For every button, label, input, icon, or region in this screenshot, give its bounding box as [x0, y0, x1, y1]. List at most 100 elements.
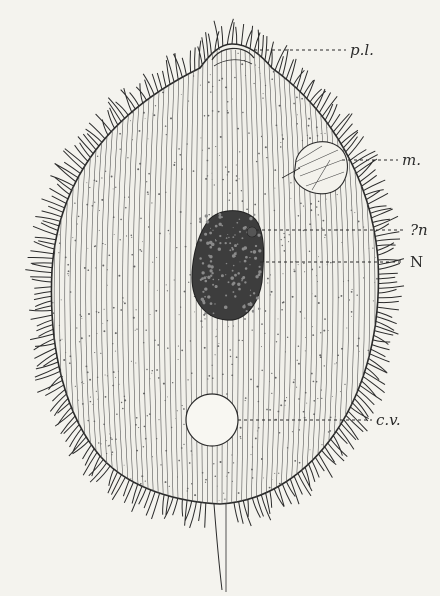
label-N: N: [410, 253, 423, 271]
cilium: [315, 457, 324, 471]
cilium: [307, 80, 315, 99]
cilium: [378, 289, 396, 293]
cilium: [282, 484, 291, 504]
cilium: [31, 263, 53, 264]
cilium: [66, 425, 80, 442]
cilium: [34, 287, 51, 289]
cilium: [108, 110, 115, 128]
cilium: [33, 226, 57, 235]
cilium: [378, 296, 402, 298]
cilium: [83, 445, 92, 459]
cilium: [173, 498, 178, 515]
cilium: [35, 306, 52, 310]
cilium: [89, 123, 105, 139]
cilium: [55, 164, 78, 178]
cilium: [365, 372, 385, 385]
cilium: [286, 59, 293, 79]
cilium: [373, 340, 390, 342]
cilium: [239, 502, 244, 524]
cilium: [50, 188, 69, 199]
cilium: [372, 219, 390, 222]
cilium: [376, 239, 400, 241]
cilium: [34, 296, 52, 299]
cilium: [37, 380, 62, 392]
cilium: [339, 428, 354, 450]
cilium: [377, 312, 392, 318]
cilium: [185, 500, 188, 526]
cilium: [378, 286, 404, 288]
micronucleus: [247, 227, 257, 237]
cilium: [241, 24, 243, 45]
cilium: [206, 32, 209, 58]
cilium: [232, 22, 234, 44]
cilium: [358, 160, 374, 177]
cilium: [57, 184, 70, 195]
cilium: [35, 217, 60, 222]
cilium: [377, 245, 396, 246]
cilium: [63, 151, 82, 170]
cilium: [132, 484, 138, 503]
cilium: [182, 58, 186, 75]
cilium: [322, 96, 337, 116]
cilium: [163, 495, 164, 515]
contractile-vacuole: [186, 394, 238, 446]
cilium: [42, 211, 62, 217]
label-cv: c.v.: [376, 411, 401, 429]
cilium: [30, 251, 53, 254]
cilium: [374, 335, 389, 344]
cilium: [30, 277, 52, 278]
cilium: [174, 54, 183, 77]
cilium: [152, 74, 158, 92]
cilium: [270, 491, 272, 508]
cilium: [360, 170, 376, 182]
cilium: [145, 80, 151, 98]
cilium: [310, 89, 322, 102]
cilium: [202, 37, 205, 61]
cilium: [250, 26, 253, 49]
cilium: [304, 80, 314, 95]
label-n: ?n: [410, 221, 428, 239]
cilium: [28, 257, 53, 258]
cilium: [121, 90, 136, 109]
cilium: [96, 114, 112, 132]
cilium: [38, 241, 55, 245]
cilium: [258, 30, 259, 54]
cilium: [85, 449, 94, 466]
cilium: [252, 498, 260, 518]
cilium: [368, 193, 388, 204]
cilium: [163, 71, 167, 87]
cilium: [236, 27, 237, 45]
caudal-cilium: [214, 504, 222, 590]
cilium: [378, 248, 394, 255]
cilium: [25, 270, 52, 273]
cilium: [182, 499, 183, 516]
cilium: [369, 206, 387, 209]
cilium: [32, 264, 52, 268]
cilium: [130, 93, 139, 107]
cilium: [377, 307, 399, 310]
label-m: m.: [402, 151, 421, 169]
cilium: [111, 475, 121, 495]
cilium: [243, 501, 251, 526]
cilium: [205, 503, 206, 528]
cilium: [222, 26, 223, 46]
cilium: [41, 223, 58, 231]
cilium: [32, 279, 52, 282]
cilium: [64, 162, 80, 173]
cilium: [152, 493, 160, 519]
cilium: [274, 489, 284, 507]
cilium: [199, 502, 202, 521]
cilium: [109, 469, 114, 486]
cilium: [45, 385, 63, 396]
cilium: [75, 145, 88, 161]
cilium: [69, 437, 86, 456]
cilium: [378, 273, 397, 274]
cilium: [309, 464, 315, 482]
cilium: [29, 310, 52, 311]
cilium: [271, 49, 272, 68]
cilium: [265, 36, 267, 60]
cilium: [378, 282, 397, 284]
cilium: [42, 199, 65, 208]
cilium: [39, 329, 54, 336]
